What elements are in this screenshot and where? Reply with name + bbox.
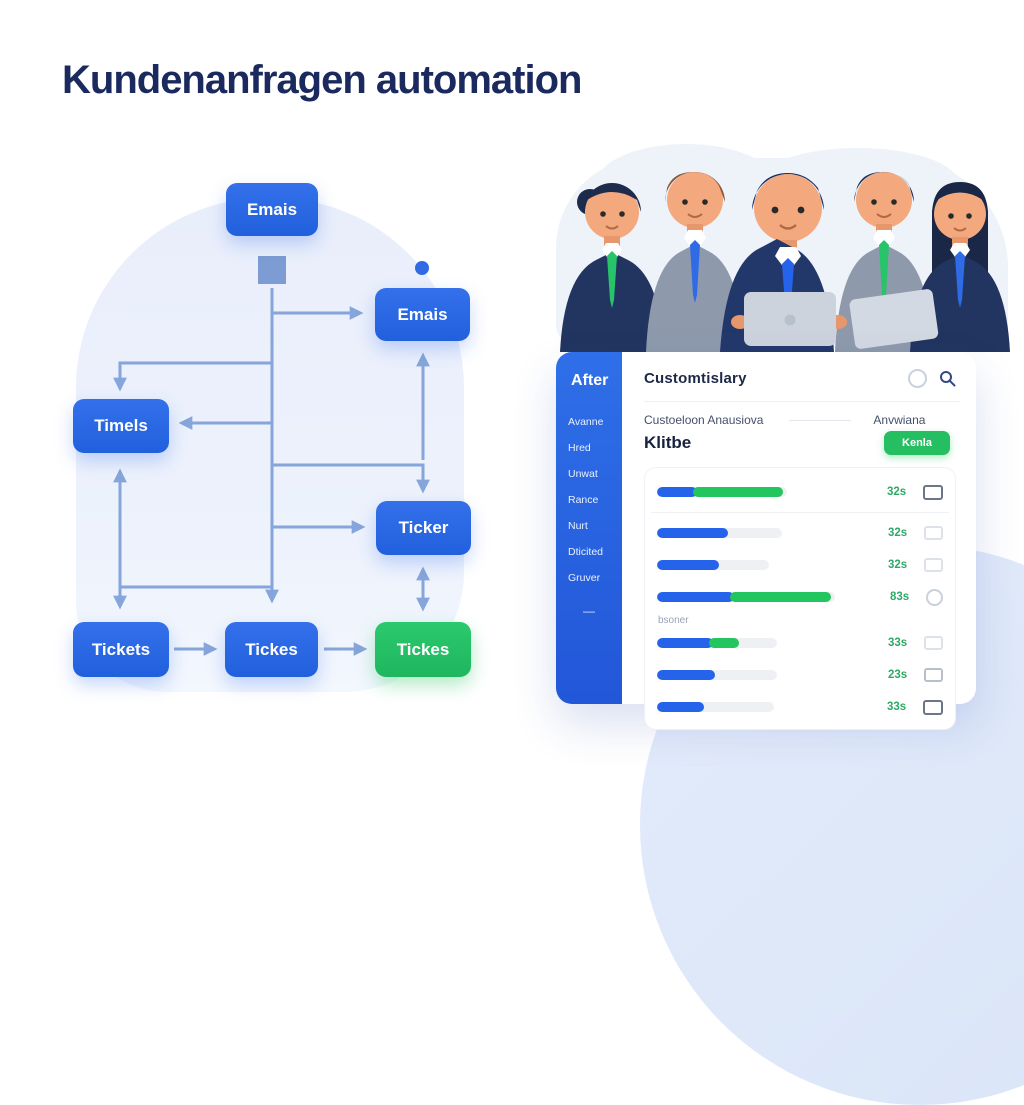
metric-row: 33s <box>657 695 943 719</box>
flow-node-timels: Timels <box>73 399 169 453</box>
metric-value: 32s <box>888 527 908 539</box>
laptop-right <box>849 289 939 349</box>
laptop-left <box>731 292 847 346</box>
progress-green <box>693 487 783 497</box>
flow-node-tickes-mid: Tickes <box>225 622 318 677</box>
flow-node-ticker: Ticker <box>376 501 471 555</box>
metrics-card: 32s 32s 32s 83s bsoner <box>644 467 956 730</box>
sidebar-item-4[interactable]: Rance <box>568 494 599 506</box>
square-connector-node <box>258 256 286 284</box>
progress-track <box>657 592 835 602</box>
flow-node-tickets: Tickets <box>73 622 169 677</box>
sidebar-item-5[interactable]: Nurt <box>568 520 588 532</box>
checkbox-icon[interactable] <box>924 558 943 572</box>
radio-icon[interactable] <box>926 588 943 606</box>
progress-blue <box>657 638 714 648</box>
metric-value: 33s <box>888 637 908 649</box>
action-button[interactable]: Kenla <box>884 431 950 455</box>
flow-node-label: Emais <box>397 304 448 324</box>
dashboard-sidebar: After Avanne Hred Unwat Rance Nurt Dtici… <box>556 352 622 704</box>
flow-node-label: Timels <box>94 416 148 435</box>
progress-track <box>657 560 769 570</box>
metric-value: 33s <box>887 701 907 713</box>
blue-dot <box>415 261 429 275</box>
metric-row: 32s <box>657 553 943 577</box>
progress-blue <box>657 592 734 602</box>
progress-blue <box>657 528 729 538</box>
dashboard-header: Customtislary <box>644 369 956 388</box>
sidebar-item-3[interactable]: Unwat <box>568 468 598 480</box>
progress-green <box>709 638 740 648</box>
progress-track <box>657 487 787 497</box>
sidebar-nav: Avanne Hred Unwat Rance Nurt Dticited Gr… <box>556 416 622 584</box>
progress-track <box>657 638 777 648</box>
flow-node-label: Ticker <box>398 518 449 537</box>
metric-row: 32s <box>657 521 943 545</box>
person-woman-left <box>560 183 664 352</box>
subheader-left-label: Custoeloon Anausiova <box>644 413 764 427</box>
checkbox-icon[interactable] <box>924 668 943 682</box>
checkbox-icon[interactable] <box>924 526 943 540</box>
dashboard-main: Customtislary Custoeloon Anausiova Anvwi… <box>622 352 976 730</box>
progress-green <box>729 592 831 602</box>
metric-value: 32s <box>888 559 908 571</box>
metric-row: 32s <box>657 480 943 504</box>
flow-node-emais-top: Emais <box>226 183 318 236</box>
connector-to-timels-top <box>113 361 272 392</box>
metric-row: 83s <box>657 585 943 609</box>
team-illustration <box>560 172 1010 352</box>
dashboard-panel: After Avanne Hred Unwat Rance Nurt Dtici… <box>556 352 976 730</box>
header-icons <box>908 369 956 388</box>
person-man-brown <box>646 172 744 352</box>
flow-node-emais-right: Emais <box>375 288 470 341</box>
flow-node-label: Tickes <box>245 639 298 659</box>
metric-value: 23s <box>888 669 908 681</box>
metric-value: 83s <box>890 591 910 603</box>
group-label: bsoner <box>658 615 689 626</box>
sidebar-item-2[interactable]: Hred <box>568 442 591 454</box>
header-divider <box>644 401 960 402</box>
page-title: Kundenanfragen automation <box>62 58 582 102</box>
metric-value: 32s <box>887 486 907 498</box>
metric-row: 23s <box>657 663 943 687</box>
metric-row: 33s <box>657 631 943 655</box>
subheader-row: Custoeloon Anausiova Anvwiana <box>644 413 956 427</box>
checkbox-icon[interactable] <box>923 484 943 500</box>
sidebar-item-7[interactable]: Gruver <box>568 572 601 584</box>
checkbox-icon[interactable] <box>924 636 943 650</box>
search-icon[interactable] <box>939 370 956 387</box>
progress-track <box>657 670 777 680</box>
sidebar-item-6[interactable]: Dticited <box>568 546 604 558</box>
subheader-right-label: Anvwiana <box>873 413 926 427</box>
progress-track <box>657 702 774 712</box>
progress-blue <box>657 487 698 497</box>
progress-blue <box>657 670 715 680</box>
sidebar-title: After <box>571 372 609 389</box>
card-divider <box>651 512 949 513</box>
sidebar-footer-dash: — <box>583 604 595 618</box>
progress-track <box>657 528 782 538</box>
flow-node-tickes-green: Tickes <box>375 622 471 677</box>
flow-node-label: Emais <box>246 199 298 219</box>
customer-name: Klitbe <box>644 433 692 452</box>
sidebar-item-1[interactable]: Avanne <box>568 416 604 428</box>
avatar-circle-icon[interactable] <box>908 369 927 388</box>
flow-node-label: Tickets <box>91 639 151 659</box>
connector-to-ticker-top <box>272 463 430 494</box>
progress-blue <box>657 702 704 712</box>
progress-blue <box>657 560 719 570</box>
subheader-divider <box>789 419 852 421</box>
flow-node-label: Tickes <box>396 639 450 659</box>
name-row: Klitbe Kenla <box>644 431 956 455</box>
flowchart-connectors <box>113 256 430 656</box>
dashboard-title: Customtislary <box>644 370 747 387</box>
checkbox-icon[interactable] <box>923 699 943 715</box>
